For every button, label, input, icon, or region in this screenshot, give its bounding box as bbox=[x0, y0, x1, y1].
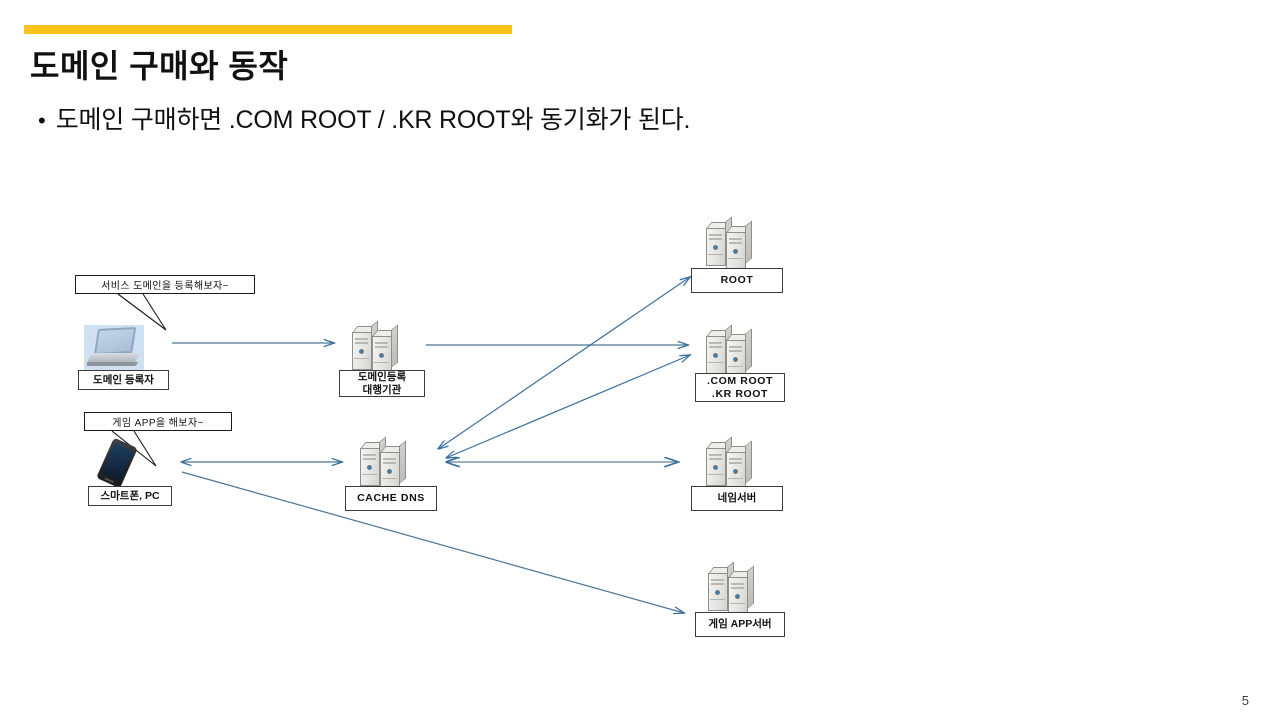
node-label-domain-registrar: 도메인등록 대행기관 bbox=[339, 370, 425, 397]
edge-cachedns-root bbox=[438, 277, 690, 449]
node-label-domain-registrant: 도메인 등록자 bbox=[78, 370, 169, 390]
laptop-icon bbox=[84, 325, 144, 371]
bullet-text: 도메인 구매하면 .COM ROOT / .KR ROOT와 동기화가 된다. bbox=[55, 106, 691, 134]
server-icon bbox=[706, 324, 768, 378]
server-icon bbox=[360, 436, 422, 490]
edge-cachedns-comroot bbox=[446, 355, 690, 458]
node-label-root: ROOT bbox=[691, 268, 783, 293]
node-label-smartphone-pc: 스마트폰, PC bbox=[88, 486, 172, 506]
bullet-line: • 도메인 구매하면 .COM ROOT / .KR ROOT와 동기화가 된다… bbox=[38, 100, 690, 136]
callout-user: 게임 APP을 해보자~ bbox=[84, 412, 232, 431]
title-accent-bar bbox=[24, 25, 512, 34]
node-label-line-2: .KR ROOT bbox=[711, 387, 769, 400]
server-icon bbox=[706, 436, 768, 490]
callout-registrant: 서비스 도메인을 등록해보자~ bbox=[75, 275, 255, 294]
node-label-com-kr-root: .COM ROOT .KR ROOT bbox=[695, 373, 785, 402]
bullet-marker-icon: • bbox=[38, 108, 46, 133]
server-icon bbox=[706, 216, 768, 270]
page-number: 5 bbox=[1241, 693, 1249, 708]
phone-icon bbox=[96, 437, 142, 489]
node-label-line-1: .COM ROOT bbox=[706, 375, 774, 388]
node-label-line-1: 도메인등록 bbox=[357, 371, 407, 384]
server-icon bbox=[708, 561, 770, 615]
node-label-cache-dns: CACHE DNS bbox=[345, 486, 437, 511]
node-label-line-2: 대행기관 bbox=[362, 383, 402, 396]
server-icon bbox=[352, 320, 414, 374]
node-label-name-server: 네임서버 bbox=[691, 486, 783, 511]
node-label-game-app-server: 게임 APP서버 bbox=[695, 612, 785, 637]
page-title: 도메인 구매와 동작 bbox=[30, 48, 289, 84]
